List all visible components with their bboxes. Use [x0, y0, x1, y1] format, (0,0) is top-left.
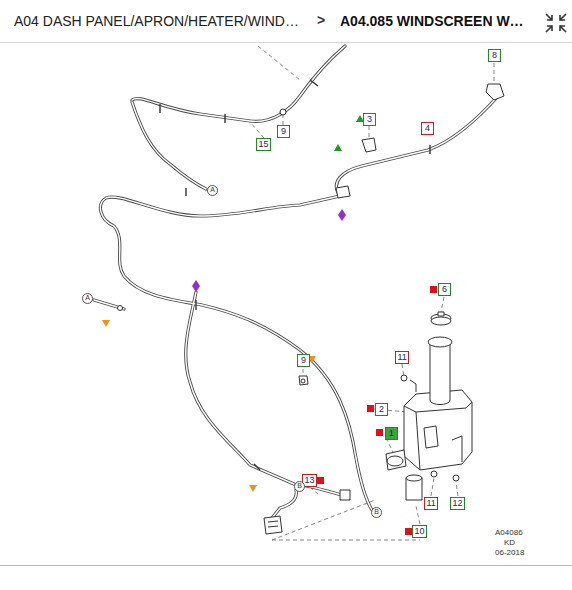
callout-number: 9 — [281, 126, 286, 136]
callout-number: 11 — [398, 352, 407, 362]
callout-number: 15 — [259, 139, 269, 149]
hose-inner — [94, 46, 500, 518]
callout-box: 11 — [395, 351, 409, 364]
reference-circle: B — [294, 481, 305, 492]
footer-rule — [0, 565, 572, 566]
callout-box: 12 — [450, 497, 465, 510]
reference-circle: A — [82, 293, 93, 304]
callout-number: 2 — [379, 404, 384, 414]
callout-number: 11 — [427, 498, 436, 508]
callout-number: 1 — [389, 428, 394, 438]
breadcrumb-text: A04.085 WINDSCREEN W… — [340, 13, 524, 29]
callout-number: 3 — [367, 114, 372, 124]
callout-box: 2 — [375, 403, 388, 416]
header-rule — [0, 42, 572, 43]
callout-box: 4 — [421, 122, 434, 135]
hose-outline — [94, 46, 500, 518]
callout-number: B — [374, 508, 379, 515]
callout-box: 11 — [424, 497, 438, 510]
breadcrumb-text: > — [317, 12, 325, 28]
callout-box: 15 — [256, 138, 271, 151]
callout-number: B — [297, 482, 302, 489]
washer-pumps — [386, 426, 459, 500]
drawing-reference: 06-2018 — [495, 548, 524, 557]
callout-number: 8 — [492, 50, 497, 60]
callout-box: 10 — [412, 525, 427, 538]
callout-box: 1 — [385, 427, 398, 440]
drawing-reference: A04086 — [495, 528, 523, 537]
callout-box: 3 — [363, 113, 376, 126]
washer-reservoir — [401, 312, 472, 470]
reference-circle: B — [371, 507, 382, 518]
nozzles — [118, 84, 505, 385]
harness-connector — [264, 490, 350, 534]
breadcrumb-text: A04 DASH PANEL/APRON/HEATER/WIND… — [14, 13, 299, 29]
callout-box: 9 — [297, 354, 310, 367]
callout-box: 9 — [277, 125, 290, 138]
callout-number: 6 — [442, 284, 447, 294]
hose-clips — [160, 80, 430, 470]
callout-number: 12 — [453, 498, 463, 508]
collapse-icon — [546, 14, 566, 32]
drawing-reference: KD — [504, 538, 515, 547]
callout-box: 6 — [438, 283, 451, 296]
callout-number: A — [85, 294, 90, 301]
callout-box: 8 — [488, 49, 501, 62]
leader-lines — [250, 46, 494, 540]
markers — [102, 115, 437, 535]
callout-number: A — [210, 186, 215, 193]
callout-number: 4 — [425, 123, 430, 133]
callout-number: 10 — [415, 526, 425, 536]
callout-number: 13 — [305, 475, 315, 485]
reference-circle: A — [207, 185, 218, 196]
callout-number: 9 — [301, 355, 306, 365]
